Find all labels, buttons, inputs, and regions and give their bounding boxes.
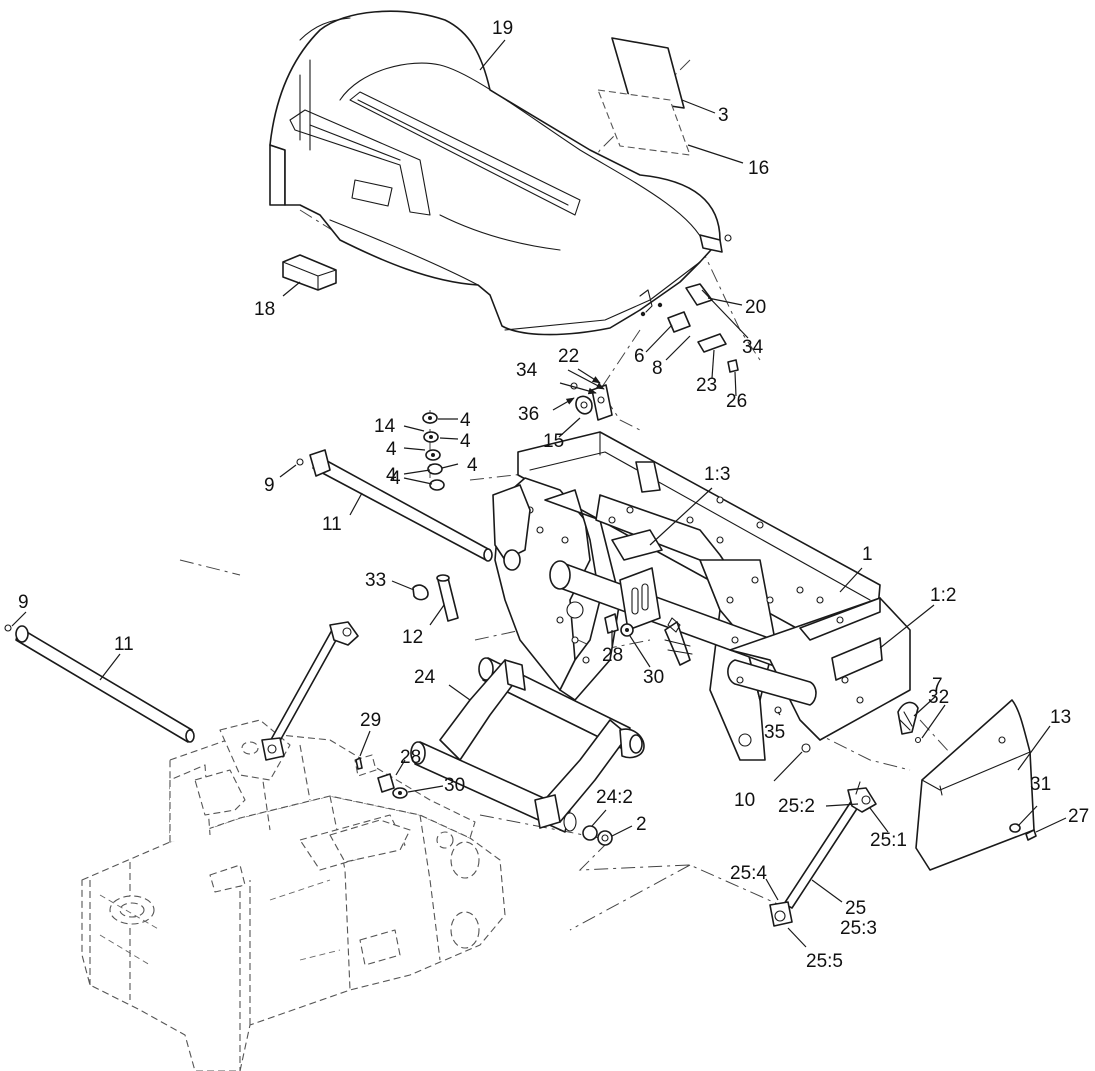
callout-25-3: 25:3 <box>840 918 877 939</box>
callout-28-lower: 28 <box>400 747 421 768</box>
callout-24: 24 <box>414 667 436 688</box>
callout-9-upper: 9 <box>264 475 275 496</box>
callout-3: 3 <box>718 105 729 126</box>
callout-1: 1 <box>862 544 873 565</box>
callout-22: 22 <box>558 346 579 367</box>
decal-16 <box>597 89 691 156</box>
callout-33: 33 <box>365 570 386 591</box>
callout-34-left: 34 <box>516 360 538 381</box>
latch-hardware <box>639 234 739 373</box>
callout-27: 27 <box>1068 806 1089 827</box>
base-frame-ghost <box>81 719 506 1071</box>
callout-11-lower: 11 <box>114 634 134 655</box>
callout-1-3: 1:3 <box>704 464 730 485</box>
callout-35: 35 <box>764 722 785 743</box>
callout-25: 25 <box>845 898 866 919</box>
callout-34-right: 34 <box>742 337 764 358</box>
callout-20: 20 <box>745 297 766 318</box>
callout-1-2: 1:2 <box>930 585 956 606</box>
callout-32: 32 <box>928 687 949 708</box>
callout-26: 26 <box>726 391 747 412</box>
callout-24-2: 24:2 <box>596 787 633 808</box>
pad-18 <box>282 254 337 291</box>
callout-4-d: 4 <box>386 465 397 486</box>
callout-7: 7 <box>932 675 943 696</box>
shaft-11-lower <box>4 624 195 743</box>
callout-4-e: 4 <box>467 455 478 476</box>
callout-9-lower: 9 <box>18 592 29 613</box>
callout-15: 15 <box>543 431 564 452</box>
callout-labels: 19 3 16 18 20 34 6 8 23 26 22 34 36 15 1… <box>18 18 1089 972</box>
callout-2: 2 <box>636 814 647 835</box>
callout-4-b: 4 <box>386 439 397 460</box>
callout-14: 14 <box>374 416 396 437</box>
link-rod-25 <box>769 781 877 927</box>
callout-16: 16 <box>748 158 769 179</box>
callout-29: 29 <box>360 710 381 731</box>
latch-7 <box>897 701 922 744</box>
callout-25-5: 25:5 <box>806 951 843 972</box>
pin-12 <box>412 574 459 622</box>
callout-36: 36 <box>518 404 539 425</box>
callout-12: 12 <box>402 627 423 648</box>
callout-6: 6 <box>634 346 645 367</box>
decal-3 <box>611 37 685 109</box>
callout-30-upper: 30 <box>643 667 664 688</box>
shield-13 <box>915 699 1037 871</box>
callout-10: 10 <box>734 790 755 811</box>
spacer-stack-14-4 <box>422 412 445 491</box>
callout-23: 23 <box>696 375 717 396</box>
callout-8: 8 <box>652 358 663 379</box>
shaft-11-upper <box>296 449 493 562</box>
callout-13: 13 <box>1050 707 1071 728</box>
callout-19: 19 <box>492 18 513 39</box>
callout-11-upper: 11 <box>322 514 342 535</box>
main-frame-1 <box>492 431 911 761</box>
hood-assembly <box>269 10 721 336</box>
callout-25-4: 25:4 <box>730 863 767 884</box>
callout-4-f: 4 <box>390 468 401 489</box>
bracket-22 <box>570 382 613 421</box>
link-rod-upper <box>261 621 359 761</box>
callout-28-upper: 28 <box>602 645 623 666</box>
callout-4-a: 4 <box>460 410 471 431</box>
small-fasteners <box>774 706 811 753</box>
arm-weldment-24 <box>355 657 645 846</box>
callout-18: 18 <box>254 299 275 320</box>
leader-lines <box>11 39 1067 948</box>
callout-31: 31 <box>1030 774 1051 795</box>
callout-25-1: 25:1 <box>870 830 907 851</box>
callout-25-2: 25:2 <box>778 796 815 817</box>
callout-4-c: 4 <box>460 431 471 452</box>
callout-30-lower: 30 <box>444 775 465 796</box>
